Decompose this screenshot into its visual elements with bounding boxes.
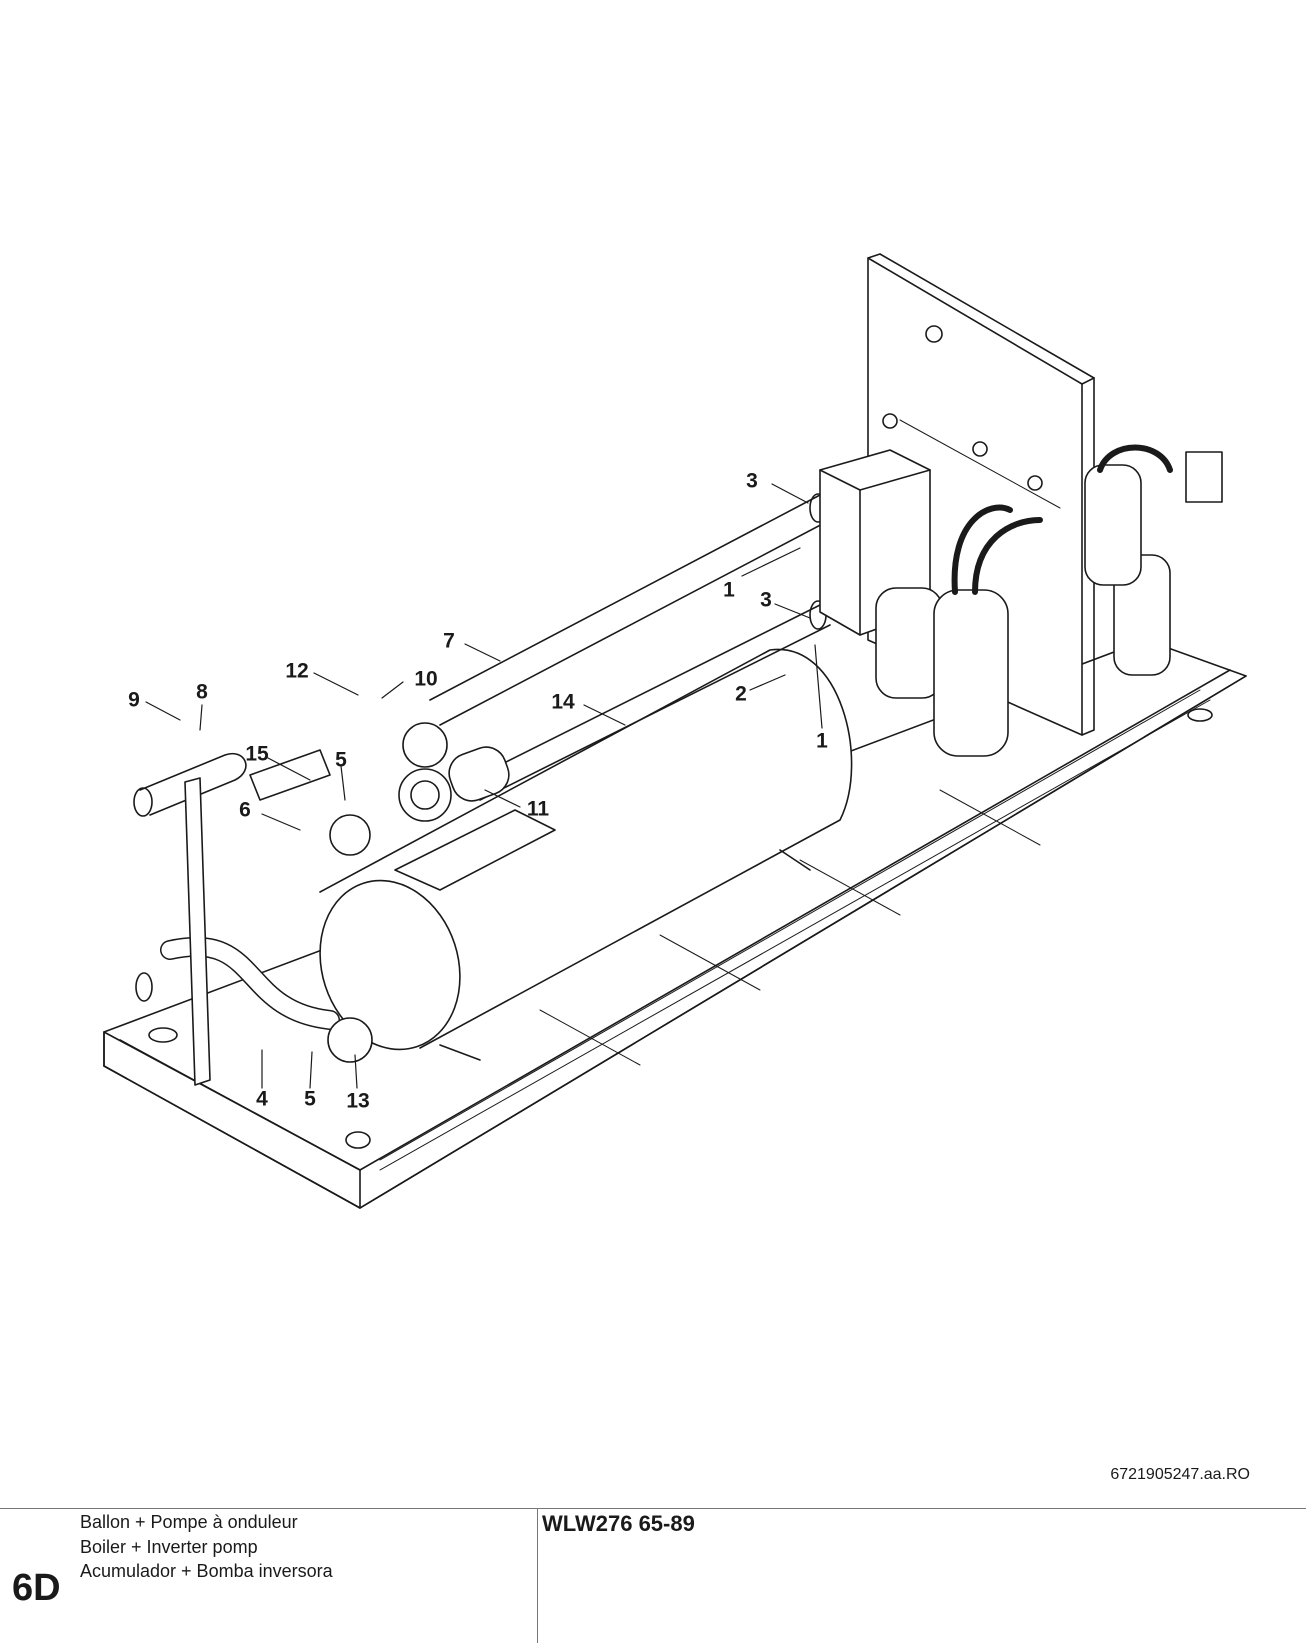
callout-12: 12: [285, 659, 309, 683]
description-en: Boiler + Inverter pomp: [80, 1537, 258, 1557]
callout-1: 1: [816, 729, 828, 753]
callout-7: 7: [443, 629, 455, 653]
callout-9: 9: [128, 688, 140, 712]
callout-2: 2: [735, 682, 747, 706]
callout-1: 1: [723, 578, 735, 602]
footer-divider: [0, 1508, 1306, 1509]
callout-10: 10: [414, 667, 438, 691]
boiler-tank: [319, 648, 853, 1061]
callout-5: 5: [304, 1087, 316, 1111]
callout-3: 3: [760, 588, 772, 612]
model-number: WLW276 65-89: [542, 1511, 695, 1536]
description-fr: Ballon + Pompe à onduleur: [80, 1512, 298, 1532]
callout-15: 15: [245, 742, 269, 766]
section-id: 6D: [12, 1567, 61, 1609]
document-number: 6721905247.aa.RO: [1110, 1466, 1250, 1483]
callout-6: 6: [239, 798, 251, 822]
callout-14: 14: [551, 690, 575, 714]
compressors: [875, 444, 1223, 757]
footer-column-divider: [537, 1508, 538, 1643]
callout-13: 13: [346, 1089, 370, 1113]
leader-lines: [145, 483, 823, 1089]
pipework-left: [133, 749, 373, 1086]
callout-11: 11: [526, 797, 550, 821]
callout-4: 4: [256, 1087, 268, 1111]
description-es: Acumulador + Bomba inversora: [80, 1561, 333, 1581]
callout-5: 5: [335, 748, 347, 772]
callout-8: 8: [196, 680, 208, 704]
inverter-pump: [394, 722, 556, 891]
callout-3: 3: [746, 469, 758, 493]
exploded-assembly-drawing: [103, 253, 1247, 1209]
